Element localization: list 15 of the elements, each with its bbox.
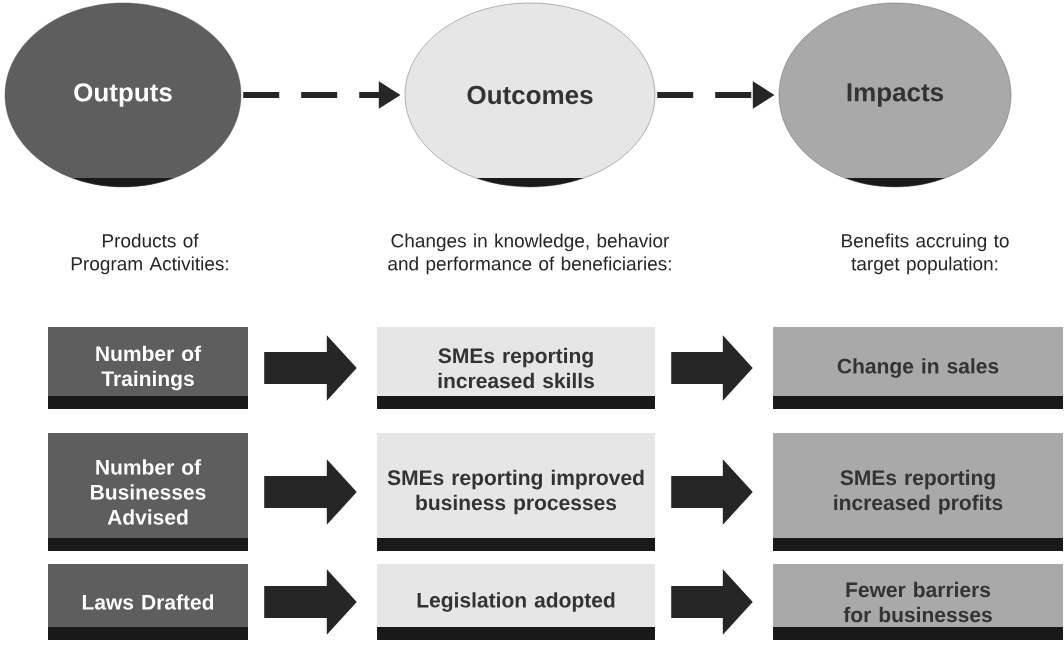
column-heading: Products of Program Activities: (71, 233, 228, 275)
oval-node: Impacts (778, 2, 1012, 188)
result-box: Legislation adopted (377, 564, 655, 640)
column-heading: Benefits accruing to target population: (842, 233, 1009, 275)
result-box: Change in sales (773, 327, 1063, 409)
result-box: Number of Trainings (48, 327, 248, 409)
result-box: Fewer barriers for businesses (773, 564, 1063, 640)
result-box: Laws Drafted (48, 564, 248, 640)
result-box: SMEs reporting increased skills (377, 327, 655, 409)
oval-node: Outputs (4, 2, 242, 188)
result-box: Number of Businesses Advised (48, 433, 248, 551)
result-box: SMEs reporting increased profits (773, 433, 1063, 551)
oval-node: Outcomes (404, 2, 656, 188)
result-box: SMEs reporting improved business processes (377, 433, 655, 551)
column-heading: Changes in knowledge, behavior and performance of beneficiaries: (388, 233, 671, 275)
